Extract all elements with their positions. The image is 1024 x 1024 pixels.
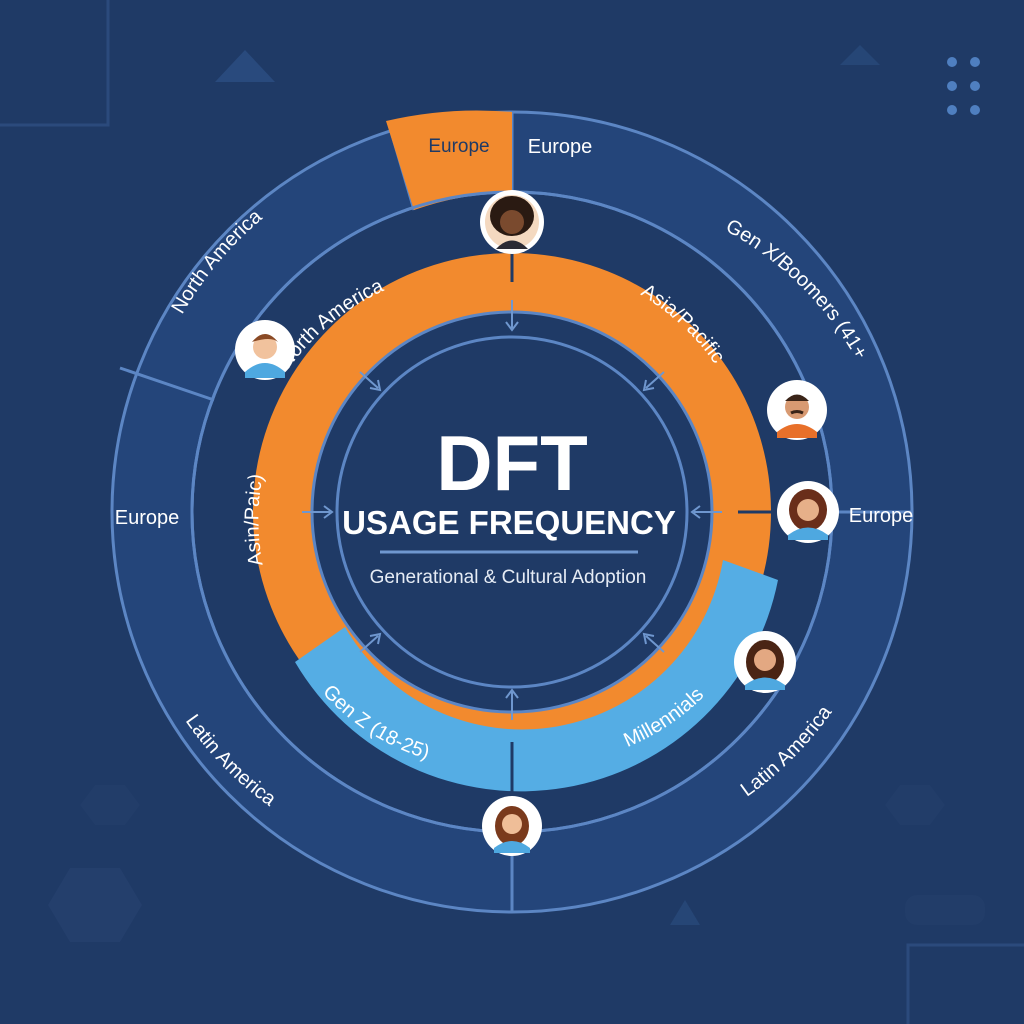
avatar-right: [777, 481, 839, 543]
arrows: [302, 300, 722, 720]
avatar-bottom: [482, 796, 542, 856]
center-title: DFT: [436, 419, 588, 507]
dot-grid-icon: [947, 57, 980, 115]
label-europe-top-right: Europe: [528, 136, 593, 158]
svg-text:Asin/Paic): Asin/Paic): [241, 472, 267, 567]
label-europe-top-box: Europe: [428, 136, 489, 157]
center-subtitle: USAGE FREQUENCY: [342, 504, 676, 541]
label-asin-paic: Asin/Paic): [241, 472, 267, 567]
label-europe-left: Europe: [115, 507, 180, 529]
label-europe-right: Europe: [849, 505, 914, 527]
center-block: DFT USAGE FREQUENCY Generational & Cultu…: [342, 419, 676, 588]
avatar-top: [480, 190, 544, 254]
avatar-right-lower: [734, 631, 796, 693]
center-caption: Generational & Cultural Adoption: [370, 567, 647, 588]
europe-top-segment: [386, 110, 512, 210]
gen-z-millennials-arc: [295, 560, 778, 792]
avatar-left: [235, 320, 295, 380]
inner-ring: [253, 224, 778, 800]
avatar-right-upper: [767, 380, 827, 440]
